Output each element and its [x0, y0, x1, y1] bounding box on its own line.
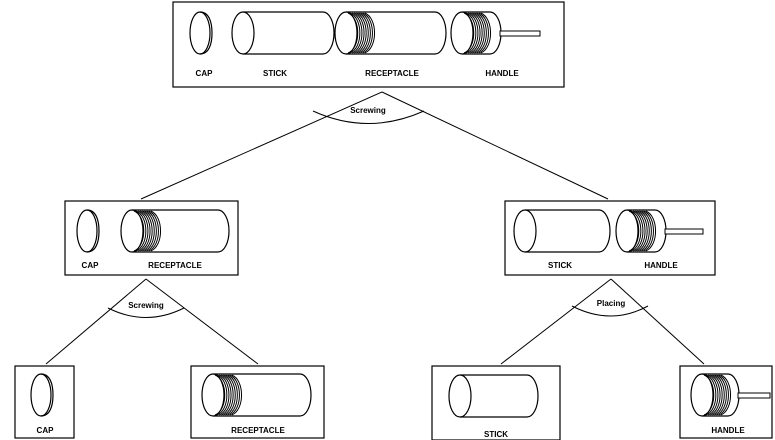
edge-left-cap: [45, 278, 147, 365]
thread-line: [227, 374, 238, 416]
connectors: [45, 91, 705, 365]
handle-part-icon: [690, 373, 771, 417]
edge-right-stick: [500, 278, 612, 365]
node-root-assembly: CAP STICK RECEPTACLE HANDLE: [172, 1, 565, 88]
thread-line: [476, 12, 487, 54]
screwing-arc-left: [107, 307, 185, 318]
receptacle-label: RECEPTACLE: [365, 69, 419, 78]
node-stick-handle-subassembly: STICK HANDLE: [504, 200, 716, 276]
thread-line: [712, 374, 723, 416]
handle-label: HANDLE: [644, 261, 678, 270]
receptacle-label: RECEPTACLE: [148, 261, 202, 270]
thread-line: [144, 210, 155, 252]
thread-line: [720, 374, 732, 416]
thread-line: [635, 210, 646, 252]
stick-part-icon: [513, 209, 611, 253]
thread-line: [707, 374, 719, 416]
operation-label-right: Placing: [597, 299, 626, 308]
thread-line: [360, 12, 371, 54]
cap-label: CAP: [82, 261, 100, 270]
handle-label: HANDLE: [485, 69, 519, 78]
screwing-arc-root: [312, 110, 425, 124]
thread-line: [349, 12, 361, 54]
thread-line: [714, 374, 725, 416]
thread-line: [231, 374, 243, 416]
thread-line: [467, 12, 479, 54]
thread-line: [356, 12, 367, 54]
thread-line: [716, 374, 727, 416]
thread-line: [474, 12, 485, 54]
stick-part-icon: [448, 374, 539, 418]
thread-line: [478, 12, 489, 54]
receptacle-label: RECEPTACLE: [231, 426, 285, 435]
edge-right-handle: [610, 278, 705, 365]
thread-line: [135, 210, 147, 252]
leaf-cap: CAP: [14, 365, 75, 439]
leaf-stick: STICK: [431, 365, 561, 440]
thread-line: [137, 210, 149, 252]
thread-line: [643, 210, 654, 252]
placing-arc-right: [571, 305, 649, 317]
thread-line: [470, 12, 481, 54]
thread-line: [705, 374, 717, 416]
thread-line: [645, 210, 657, 252]
thread-line: [225, 374, 236, 416]
thread-line: [140, 210, 151, 252]
thread-line: [703, 374, 715, 416]
operation-arcs: [107, 110, 649, 318]
thread-line: [223, 374, 234, 416]
stick-part-icon: [231, 11, 335, 55]
thread-line: [632, 210, 644, 252]
thread-line: [465, 12, 477, 54]
thread-line: [463, 12, 475, 54]
thread-line: [630, 210, 642, 252]
handle-part-icon: [450, 11, 541, 55]
operation-label-left: Screwing: [128, 301, 164, 310]
stick-label: STICK: [263, 69, 287, 78]
thread-line: [229, 374, 240, 416]
handle-part-icon: [615, 209, 704, 253]
thread-line: [351, 12, 363, 54]
thread-line: [364, 12, 376, 54]
thread-line: [718, 374, 729, 416]
leaf-handle: HANDLE: [679, 365, 773, 439]
stick-label: STICK: [548, 261, 572, 270]
cap-label: CAP: [37, 426, 55, 435]
thread-line: [221, 374, 232, 416]
edge-left-receptacle: [145, 278, 259, 365]
thread-line: [142, 210, 153, 252]
thread-line: [362, 12, 373, 54]
receptacle-part-icon: [120, 209, 230, 253]
thread-line: [148, 210, 159, 252]
thread-line: [472, 12, 483, 54]
thread-line: [480, 12, 492, 54]
receptacle-part-icon: [201, 373, 312, 417]
cap-label: CAP: [196, 69, 214, 78]
edge-root-right: [381, 91, 609, 200]
thread-line: [133, 210, 145, 252]
node-cap-receptacle-subassembly: CAP RECEPTACLE: [64, 200, 239, 276]
thread-line: [146, 210, 157, 252]
thread-line: [358, 12, 369, 54]
receptacle-part-icon: [334, 11, 447, 55]
thread-line: [628, 210, 640, 252]
thread-line: [639, 210, 650, 252]
edge-root-left: [140, 91, 383, 200]
thread-line: [218, 374, 230, 416]
thread-line: [641, 210, 652, 252]
thread-line: [216, 374, 228, 416]
thread-line: [347, 12, 359, 54]
thread-line: [354, 12, 365, 54]
leaf-receptacle: RECEPTACLE: [190, 365, 325, 439]
handle-label: HANDLE: [711, 426, 745, 435]
thread-line: [150, 210, 162, 252]
stick-label: STICK: [484, 430, 508, 439]
thread-line: [214, 374, 226, 416]
thread-line: [637, 210, 648, 252]
thread-line: [710, 374, 721, 416]
operation-label-root: Screwing: [350, 106, 386, 115]
